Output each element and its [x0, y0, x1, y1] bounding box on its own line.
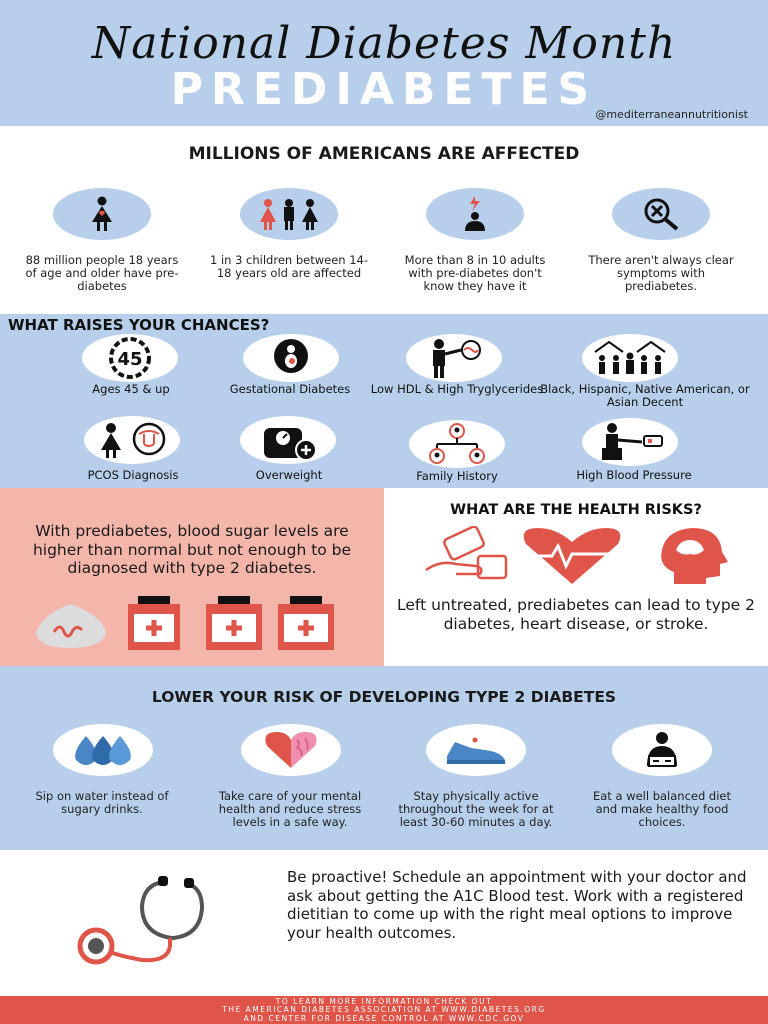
prediabetes-definition-text: With prediabetes, blood sugar levels are…: [32, 522, 352, 577]
insulin-vial-icon: [278, 596, 334, 650]
pcos-icon: [84, 416, 180, 464]
family-tree-icon: [409, 420, 505, 468]
footer-line: TO LEARN MORE INFORMATION CHECK OUT: [275, 997, 493, 1006]
chance-caption: Black, Hispanic, Native American, or Asi…: [540, 382, 750, 409]
cholesterol-icon: [406, 334, 502, 382]
affected-caption: More than 8 in 10 adults with pre-diabet…: [404, 253, 546, 293]
page-title: PREDIABETES: [170, 64, 598, 115]
scale-icon: [240, 416, 336, 464]
chance-caption: Gestational Diabetes: [229, 382, 351, 396]
water-drops-icon: [53, 724, 153, 776]
affected-caption: 1 in 3 children between 14-18 years old …: [209, 253, 369, 280]
health-risk-icons: [425, 526, 728, 584]
footer-banner: TO LEARN MORE INFORMATION CHECK OUT THE …: [0, 996, 768, 1024]
heart-brain-icon: [241, 724, 341, 776]
health-risks-title: WHAT ARE THE HEALTH RISKS?: [450, 502, 702, 518]
health-risks-panel: WHAT ARE THE HEALTH RISKS? Left untreate…: [384, 488, 768, 666]
affected-section: MILLIONS OF AMERICANS ARE AFFECTED: [0, 126, 768, 314]
lower-risk-caption: Stay physically active throughout the we…: [398, 789, 554, 829]
prediabetes-definition-box: With prediabetes, blood sugar levels are…: [0, 488, 384, 666]
magnifier-x-icon: [612, 188, 710, 240]
heart-rate-icon: [523, 528, 621, 584]
proactive-section: Be proactive! Schedule an appointment wi…: [0, 850, 768, 996]
footer-line: THE AMERICAN DIABETES ASSOCIATION AT WWW…: [222, 1005, 546, 1015]
insulin-vial-icon: [206, 596, 262, 650]
lower-risk-caption: Take care of your mental health and redu…: [218, 789, 362, 829]
diverse-people-icon: [582, 334, 678, 382]
chance-caption: Overweight: [255, 468, 323, 482]
chance-caption: Family History: [416, 469, 498, 483]
footer-line: AND CENTER FOR DISEASE CONTROL AT WWW.CD…: [243, 1013, 525, 1023]
age-45-icon: 45: [82, 334, 178, 382]
healthy-food-icon: [612, 724, 712, 776]
stethoscope-icon: [77, 876, 205, 965]
proactive-text: Be proactive! Schedule an appointment wi…: [287, 868, 747, 942]
chance-caption: High Blood Pressure: [576, 468, 692, 482]
lower-risk-title: LOWER YOUR RISK OF DEVELOPING TYPE 2 DIA…: [151, 688, 617, 706]
lower-risk-caption: Eat a well balanced diet and make health…: [592, 789, 732, 829]
glucose-test-icon: [425, 526, 508, 580]
insulin-vial-icon: [128, 596, 180, 650]
blood-drop-insulin-icon: [36, 596, 334, 650]
chance-caption: PCOS Diagnosis: [87, 468, 179, 482]
middle-section: With prediabetes, blood sugar levels are…: [0, 488, 768, 666]
woman-heart-icon: [53, 188, 151, 240]
header-banner: National Diabetes Month PREDIABETES @med…: [0, 0, 768, 126]
person-alert-icon: [426, 188, 524, 240]
affected-caption: There aren't always clear symptoms with …: [588, 253, 734, 293]
affected-title: MILLIONS OF AMERICANS ARE AFFECTED: [188, 144, 580, 164]
author-handle: @mediterraneannutritionist: [595, 108, 748, 121]
sneaker-icon: [426, 724, 526, 776]
pregnancy-icon: [243, 334, 339, 382]
age-45-label: 45: [117, 349, 142, 370]
health-risks-text: Left untreated, prediabetes can lead to …: [396, 596, 755, 633]
chance-caption: Low HDL & High Tryglycerides: [370, 382, 544, 396]
footer-text: TO LEARN MORE INFORMATION CHECK OUT THE …: [0, 997, 768, 1023]
chance-caption: Ages 45 & up: [92, 382, 170, 396]
children-icon: [240, 188, 338, 240]
lower-risk-caption: Sip on water instead of sugary drinks.: [35, 789, 169, 816]
affected-caption: 88 million people 18 years of age and ol…: [25, 253, 179, 293]
script-title: National Diabetes Month: [91, 18, 677, 69]
chances-title: WHAT RAISES YOUR CHANCES?: [8, 316, 270, 334]
lower-risk-section: LOWER YOUR RISK OF DEVELOPING TYPE 2 DIA…: [0, 666, 768, 850]
chances-section: WHAT RAISES YOUR CHANCES? 45: [0, 314, 768, 488]
brain-head-icon: [661, 528, 728, 584]
blood-pressure-icon: [582, 418, 678, 466]
